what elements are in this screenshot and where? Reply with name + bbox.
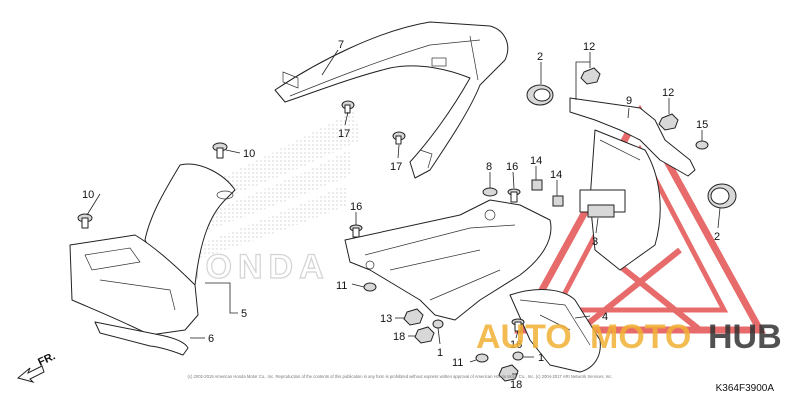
part-6-seal-strip[interactable]	[94, 321, 189, 356]
diagram-code: K364F3900A	[716, 383, 775, 394]
part-2-reflector-b[interactable]	[707, 183, 737, 209]
part-10-screw-a[interactable]	[212, 142, 228, 159]
callout-12-a: 12	[583, 41, 595, 53]
front-arrow-icon	[16, 365, 45, 383]
callout-16-b: 16	[350, 201, 362, 213]
part-10-screw-b[interactable]	[77, 213, 93, 229]
callout-labels: 7 17 17 10 10 5 6 2 12 9 12 15 2 8 16 14…	[82, 39, 720, 391]
callout-16-a: 16	[506, 161, 518, 173]
callout-1-b: 1	[538, 352, 544, 364]
callout-6: 6	[208, 333, 214, 345]
automotohub-watermark: AUTO MOTO HUB	[476, 318, 782, 356]
part-4-rear-fender[interactable]	[509, 289, 601, 373]
callout-1-a: 1	[437, 347, 443, 359]
part-14-clip-b[interactable]	[552, 195, 564, 207]
callout-13: 13	[380, 313, 392, 325]
watermark-moto: MOTO	[590, 318, 691, 356]
part-1-grommet-a[interactable]	[432, 319, 444, 329]
callout-17-a: 17	[338, 128, 350, 140]
part-11-screw-b[interactable]	[475, 353, 489, 363]
leader-lines	[86, 49, 721, 375]
part-2-reflector-a[interactable]	[526, 84, 554, 106]
part-16-bolt-c[interactable]	[511, 318, 525, 332]
callout-4: 4	[602, 311, 608, 323]
part-1-grommet-b[interactable]	[512, 351, 524, 361]
callout-10-a: 10	[243, 148, 255, 160]
part-18-nut-a[interactable]	[414, 326, 435, 344]
callout-9: 9	[626, 95, 632, 107]
front-direction-label: FR.	[36, 350, 57, 368]
callout-7: 7	[338, 39, 344, 51]
callout-2-a: 2	[537, 51, 543, 63]
callout-3: 3	[592, 236, 598, 248]
part-18-nut-b[interactable]	[498, 364, 519, 382]
watermark-auto: AUTO	[476, 318, 572, 356]
part-15-grommet[interactable]	[695, 140, 709, 150]
part-8-collar[interactable]	[482, 187, 498, 197]
part-5-inner-fender[interactable]	[69, 163, 236, 336]
part-17-screw-b[interactable]	[392, 131, 406, 145]
part-12-nut-a[interactable]	[580, 67, 601, 85]
callout-12-b: 12	[662, 87, 674, 99]
callout-18-b: 18	[510, 379, 522, 391]
part-7-rear-cowl[interactable]	[274, 21, 509, 179]
callout-10-b: 10	[82, 189, 94, 201]
callout-5: 5	[241, 308, 247, 320]
part-13-nut[interactable]	[403, 308, 424, 326]
autohub-triangle-logo	[514, 104, 766, 334]
callout-15: 15	[696, 119, 708, 131]
callout-8: 8	[486, 161, 492, 173]
watermark-hub: HUB	[708, 318, 782, 356]
front-direction-indicator: FR.	[16, 350, 57, 383]
callout-18-a: 18	[393, 331, 405, 343]
callout-11-a: 11	[336, 280, 347, 292]
callout-14-b: 14	[550, 169, 562, 181]
rear-fender-bracket[interactable]	[344, 199, 552, 321]
part-14-clip-a[interactable]	[531, 179, 543, 191]
part-12-nut-b[interactable]	[658, 113, 679, 131]
callout-17-b: 17	[390, 161, 402, 173]
part-17-screw-a[interactable]	[341, 100, 355, 114]
callout-11-b: 11	[452, 357, 463, 369]
callout-2-b: 2	[714, 231, 720, 243]
callout-14-a: 14	[530, 155, 542, 167]
copyright-notice: (c) 2002-2019 American Honda Motor Co., …	[187, 374, 612, 379]
part-11-screw-a[interactable]	[363, 282, 377, 292]
callout-16-c: 16	[510, 339, 522, 351]
part-16-bolt-b[interactable]	[349, 224, 363, 238]
part-3-license-light[interactable]	[587, 204, 615, 218]
part-16-bolt-a[interactable]	[507, 188, 521, 203]
